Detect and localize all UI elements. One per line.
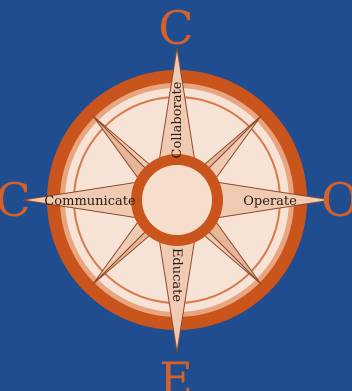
east-label: Operate	[243, 194, 297, 209]
bottom-letter: E	[159, 352, 193, 391]
right-letter: O	[321, 173, 352, 227]
west-label: Communicate	[44, 194, 136, 209]
left-letter: C	[0, 173, 31, 227]
south-label: Educate	[169, 248, 184, 302]
north-label: Collaborate	[170, 81, 185, 158]
top-letter: C	[158, 1, 193, 55]
center-disc	[142, 165, 212, 235]
